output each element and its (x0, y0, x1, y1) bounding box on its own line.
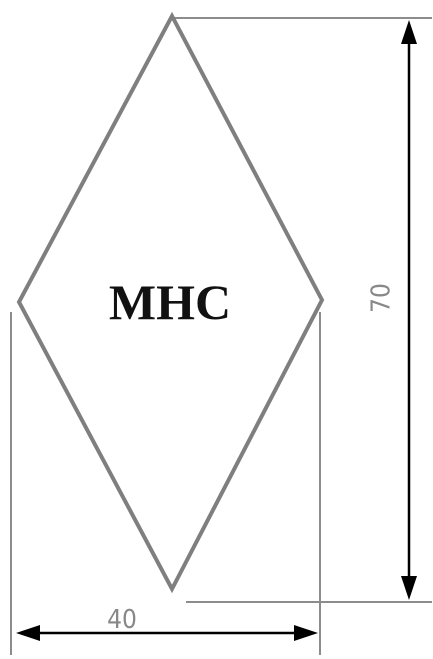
width-arrow-left-icon (16, 625, 40, 641)
rhombus-shape (16, 11, 325, 594)
height-dimension-label: 70 (367, 283, 397, 313)
width-arrow-right-icon (294, 625, 318, 641)
height-arrow-bottom-icon (401, 576, 417, 600)
width-dimension-label: 40 (107, 605, 137, 635)
shape-label: MHC (109, 274, 231, 330)
height-arrow-top-icon (401, 20, 417, 44)
